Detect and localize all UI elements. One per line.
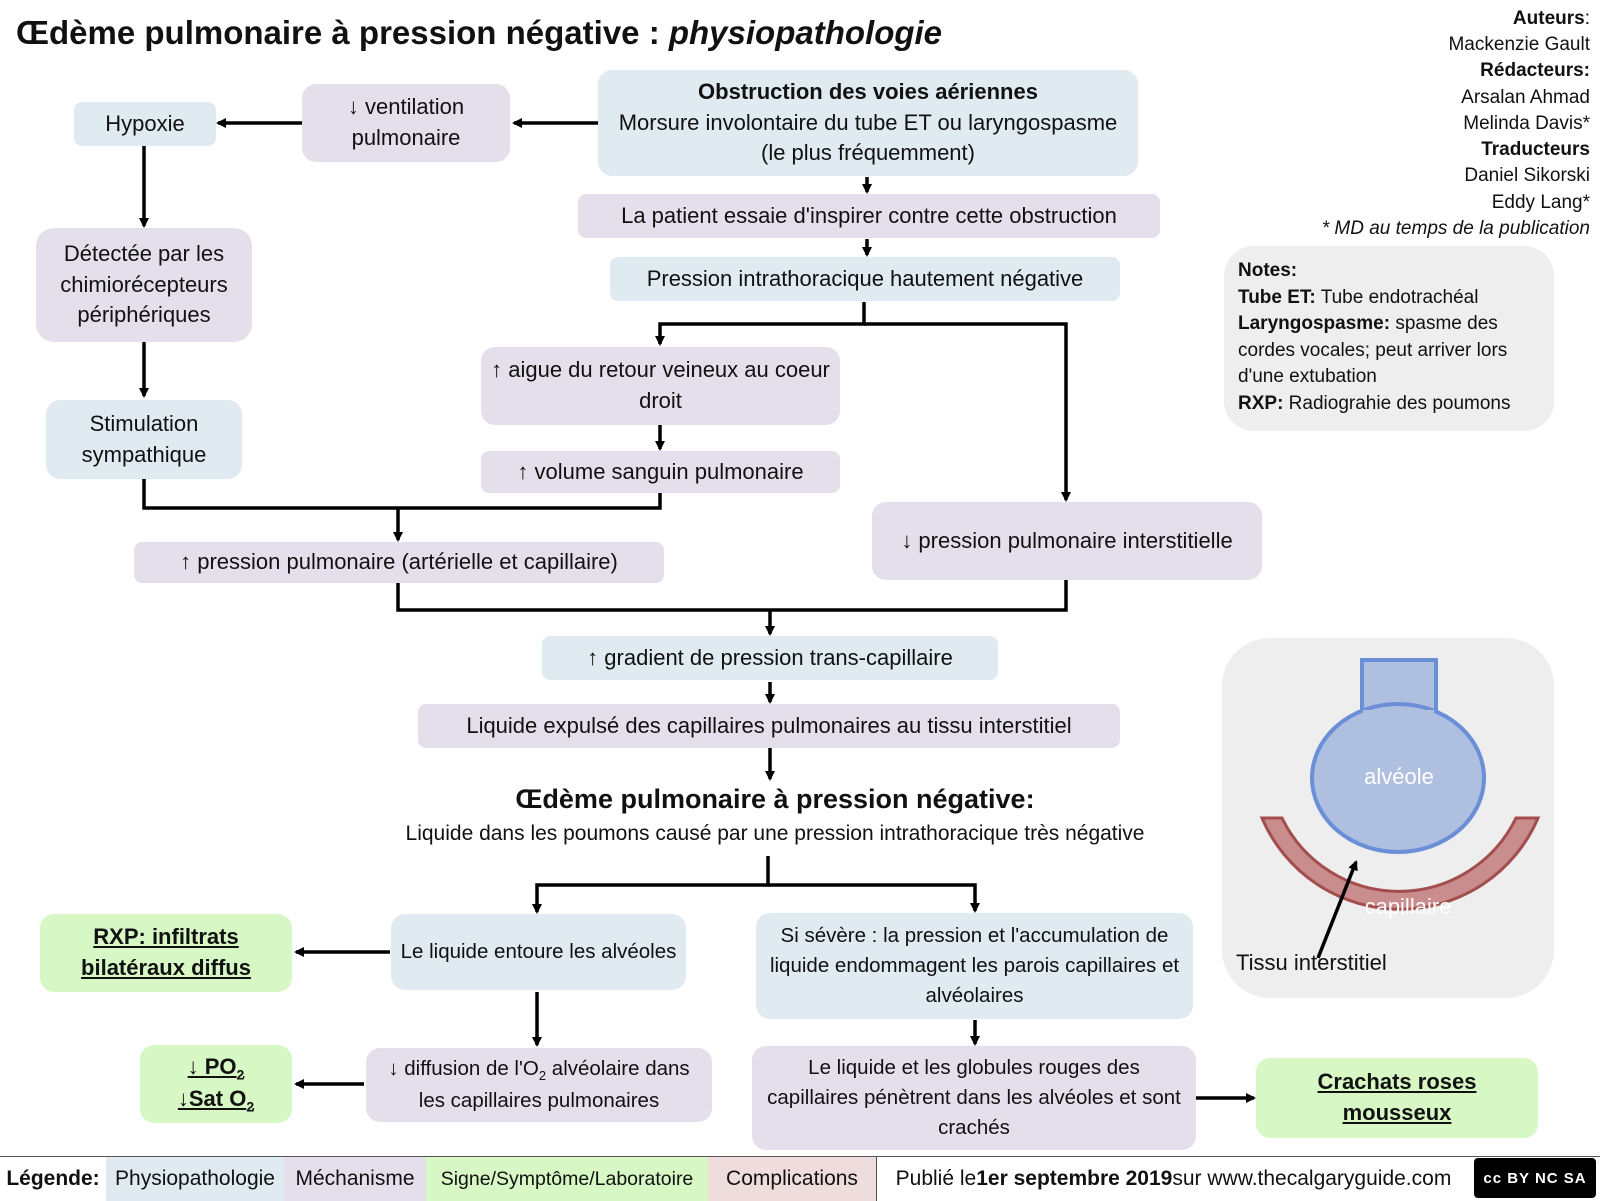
obstruction-body: Morsure involontaire du tube ET ou laryn… bbox=[618, 109, 1118, 166]
notes-heading: Notes: bbox=[1238, 260, 1298, 281]
center-subheading: Liquide dans les poumons causé par une p… bbox=[405, 822, 1145, 845]
editor-name: Arsalan Ahmad bbox=[1461, 86, 1590, 108]
publication-info: Publié le 1er septembre 2019 sur www.the… bbox=[876, 1157, 1470, 1201]
legend-complications: Complications bbox=[708, 1157, 876, 1201]
page-title: Œdème pulmonaire à pression négative : p… bbox=[16, 14, 943, 51]
note-item: RXP: Radiograhie des poumons bbox=[1238, 392, 1511, 414]
rxp-box: RXP: infiltrats bilatéraux diffus bbox=[40, 914, 292, 992]
credits: Auteurs: Mackenzie Gault Rédacteurs: Ars… bbox=[1322, 6, 1590, 242]
pink-sputum-box: Crachats roses mousseux bbox=[1256, 1058, 1538, 1138]
alveole-label: alvéole bbox=[1364, 764, 1434, 789]
venous-return-box: ↑ aigue du retour veineux au coeur droit bbox=[481, 347, 840, 425]
diffusion-box: ↓ diffusion de l'O2 alvéolaire dans les … bbox=[366, 1048, 712, 1122]
legend-physiopathologie: Physiopathologie bbox=[106, 1157, 284, 1201]
po2-box: ↓ PO2 ↓Sat O2 bbox=[140, 1045, 292, 1123]
severe-box: Si sévère : la pression et l'accumulatio… bbox=[756, 913, 1193, 1019]
credits-footnote: * MD au temps de la publication bbox=[1321, 217, 1590, 239]
tissu-label: Tissu interstitiel bbox=[1236, 950, 1387, 975]
obstruction-title: Obstruction des voies aériennes bbox=[698, 78, 1038, 104]
authors-heading: Auteurs bbox=[1512, 8, 1585, 29]
legend-bar: Légende: Physiopathologie Méchanisme Sig… bbox=[0, 1156, 1600, 1201]
red-cells-box: Le liquide et les globules rouges des ca… bbox=[752, 1046, 1196, 1150]
author-name: Mackenzie Gault bbox=[1448, 34, 1590, 56]
center-heading: Œdème pulmonaire à pression négative: bbox=[515, 784, 1035, 814]
fluid-surrounds-box: Le liquide entoure les alvéoles bbox=[391, 914, 686, 990]
translators-heading: Traducteurs bbox=[1481, 139, 1590, 161]
sympathetic-box: Stimulation sympathique bbox=[46, 400, 242, 479]
hypoxie-box: Hypoxie bbox=[74, 102, 216, 146]
blood-volume-box: ↑ volume sanguin pulmonaire bbox=[481, 451, 840, 493]
interstitial-pressure-box: ↓ pression pulmonaire interstitielle bbox=[872, 502, 1262, 580]
note-item: Tube ET: Tube endotrachéal bbox=[1238, 286, 1479, 308]
obstruction-box: Obstruction des voies aériennes Morsure … bbox=[598, 70, 1138, 176]
cc-license-badge: cc BY NC SA bbox=[1474, 1158, 1596, 1198]
gradient-box: ↑ gradient de pression trans-capillaire bbox=[542, 636, 998, 680]
translator-name: Daniel Sikorski bbox=[1464, 165, 1590, 187]
inspire-box: La patient essaie d'inspirer contre cett… bbox=[578, 194, 1160, 238]
fluid-expelled-box: Liquide expulsé des capillaires pulmonai… bbox=[418, 704, 1120, 748]
legend-signe: Signe/Symptôme/Laboratoire bbox=[426, 1157, 708, 1201]
alveolus-drawing bbox=[1259, 658, 1541, 959]
alveolus-illustration: alvéole capillaire Tissu interstitiel bbox=[1222, 638, 1554, 998]
legend-mechanisme: Méchanisme bbox=[284, 1157, 426, 1201]
notes-panel: Notes: Tube ET: Tube endotrachéal Laryng… bbox=[1224, 246, 1554, 431]
intrathoracic-pressure-box: Pression intrathoracique hautement négat… bbox=[610, 257, 1120, 301]
ventilation-box: ↓ ventilation pulmonaire bbox=[302, 84, 510, 162]
editors-heading: Rédacteurs: bbox=[1480, 60, 1590, 82]
legend-label: Légende: bbox=[6, 1167, 100, 1190]
chemoreceptors-box: Détectée par les chimiorécepteurs périph… bbox=[36, 228, 252, 342]
pulmonary-pressure-up-box: ↑ pression pulmonaire (artérielle et cap… bbox=[134, 542, 664, 583]
capillaire-label: capillaire bbox=[1364, 894, 1452, 919]
translator-name: Eddy Lang* bbox=[1491, 191, 1590, 213]
note-item: Laryngospasme: spasme des cordes vocales… bbox=[1238, 313, 1508, 388]
editor-name: Melinda Davis* bbox=[1463, 112, 1590, 134]
